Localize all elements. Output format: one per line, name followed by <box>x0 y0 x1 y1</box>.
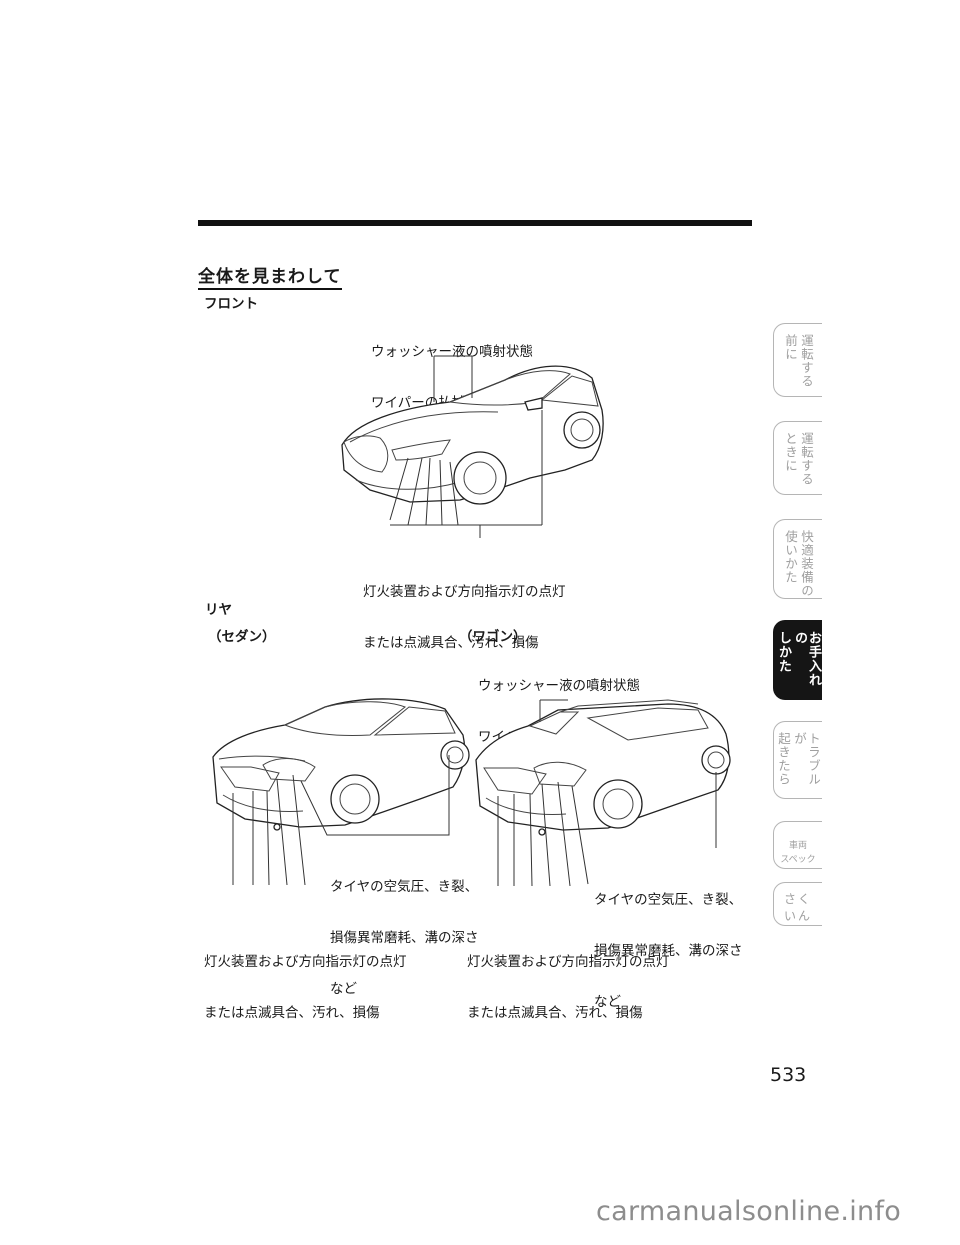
sedan-tire-note-line-2: 損傷異常磨耗、溝の深さ <box>330 930 479 946</box>
page-number: 533 <box>770 1064 807 1086</box>
tab-while-driving-line-2: ときに <box>783 432 798 473</box>
sedan-tire-note: タイヤの空気圧、き裂、 損傷異常磨耗、溝の深さ など <box>330 845 479 1015</box>
wagon-washer-note-line-1: ウォッシャー液の噴射状態 <box>478 678 640 694</box>
tab-before-driving-line-1: 運転する <box>799 334 814 388</box>
wagon-lights-note-line-2: または点滅具合、汚れ、損傷 <box>467 1005 643 1021</box>
wagon-tire-note: タイヤの空気圧、き裂、 損傷異常磨耗、溝の深さ など <box>594 858 743 1028</box>
sedan-label: （セダン） <box>208 629 276 645</box>
wagon-tire-note-line-3: など <box>594 994 621 1010</box>
sedan-lights-note-line-1: 灯火装置および方向指示灯の点灯 <box>204 954 407 970</box>
section-title: 全体を見まわして <box>198 262 342 290</box>
header-rule <box>198 220 752 226</box>
tab-maintenance[interactable]: お手入れの しかた <box>773 620 822 700</box>
tab-maintenance-line-1: お手入れの <box>792 631 821 687</box>
sedan-rear-illustration <box>212 698 470 886</box>
sedan-tire-note-line-3: など <box>330 981 357 997</box>
wagon-lights-note: 灯火装置および方向指示灯の点灯 または点滅具合、汚れ、損傷 <box>467 920 670 1039</box>
tab-comfort-features-line-2: 使いかた <box>783 530 798 584</box>
tab-vehicle-specs-line-1: 車両 <box>788 840 807 851</box>
tab-index[interactable]: さく いん <box>773 882 822 926</box>
wagon-label: （ワゴン） <box>459 629 527 645</box>
wagon-tire-note-line-2: 損傷異常磨耗、溝の深さ <box>594 943 743 959</box>
front-washer-note-line-1: ウォッシャー液の噴射状態 <box>371 344 533 360</box>
tab-comfort-features-line-1: 快適装備の <box>799 530 814 598</box>
tab-before-driving-line-2: 前に <box>783 334 798 361</box>
front-lights-note-line-2: または点滅具合、汚れ、損傷 <box>363 635 539 651</box>
tab-while-driving[interactable]: 運転する ときに <box>773 421 822 495</box>
wagon-lights-note-line-1: 灯火装置および方向指示灯の点灯 <box>467 954 670 970</box>
tab-maintenance-line-2: しかた <box>776 631 791 673</box>
sedan-lights-note: 灯火装置および方向指示灯の点灯 または点滅具合、汚れ、損傷 <box>204 920 407 1039</box>
tab-troubleshooting[interactable]: トラブルが 起きたら <box>773 721 822 799</box>
tab-comfort-features[interactable]: 快適装備の 使いかた <box>773 519 822 599</box>
tab-index-line-2: いん <box>783 909 812 923</box>
watermark: carmanualsonline.info <box>596 1196 902 1227</box>
front-label: フロント <box>204 296 258 312</box>
tab-while-driving-line-1: 運転する <box>799 432 814 486</box>
rear-label: リヤ <box>205 602 232 618</box>
wagon-rear-illustration <box>475 699 731 887</box>
front-lights-note-line-1: 灯火装置および方向指示灯の点灯 <box>363 584 566 600</box>
tab-vehicle-specs[interactable]: 車両 スペック <box>773 821 822 869</box>
sedan-tire-note-line-1: タイヤの空気圧、き裂、 <box>330 879 479 895</box>
tab-vehicle-specs-line-2: スペック <box>780 854 816 865</box>
tab-before-driving[interactable]: 運転する 前に <box>773 323 822 397</box>
tab-index-line-1: さく <box>783 892 812 906</box>
front-lights-note: 灯火装置および方向指示灯の点灯 または点滅具合、汚れ、損傷 <box>363 550 566 669</box>
tab-troubleshooting-line-1: トラブルが <box>792 732 821 786</box>
front-car-illustration <box>341 355 604 538</box>
sedan-lights-note-line-2: または点滅具合、汚れ、損傷 <box>204 1005 380 1021</box>
tab-troubleshooting-line-2: 起きたら <box>776 732 791 786</box>
wagon-tire-note-line-1: タイヤの空気圧、き裂、 <box>594 892 743 908</box>
